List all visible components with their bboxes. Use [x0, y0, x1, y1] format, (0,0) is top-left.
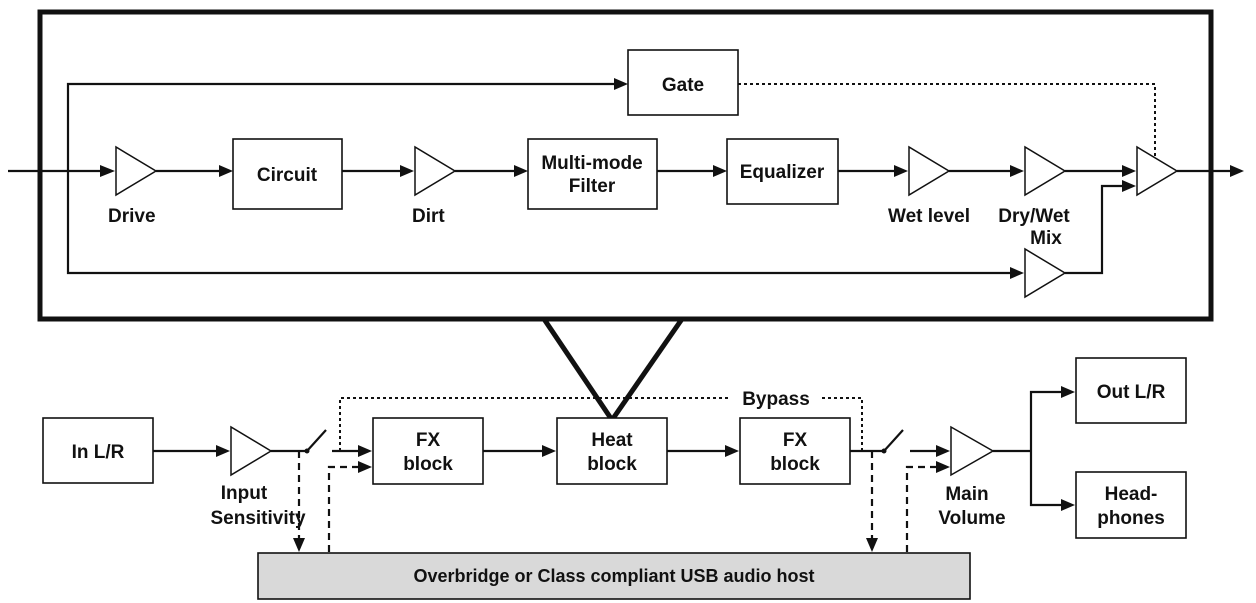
equalizer-label: Equalizer	[740, 162, 825, 183]
arrow-to-fx-block-1	[358, 445, 372, 457]
filter-label-line2: Filter	[569, 176, 616, 197]
arrow-to-dirt	[400, 165, 414, 177]
arrow-usb-return-2	[936, 461, 950, 473]
output-switch-blade	[883, 429, 904, 452]
wet-level-amp	[908, 145, 951, 197]
input-sensitivity-label-line1: Input	[221, 483, 268, 504]
arrow-usb-return-1	[358, 461, 372, 473]
zoom-callout-left	[541, 317, 615, 422]
dry-wet-mix-amp	[1024, 145, 1067, 197]
arrow-to-gate	[614, 78, 628, 90]
arrow-to-dry-amp	[1010, 267, 1024, 279]
split-to-headphones-line	[1029, 451, 1061, 507]
arrow-dry-to-output	[1122, 180, 1136, 192]
arrow-to-equalizer	[713, 165, 727, 177]
split-to-out-line	[1029, 390, 1061, 451]
bypass-line-right	[822, 397, 863, 451]
arrow-heat-output	[1230, 165, 1244, 177]
circuit-box	[232, 138, 343, 210]
arrow-usb-send-2	[866, 538, 878, 552]
zoom-callout-right	[609, 317, 685, 422]
main-volume-amp	[950, 425, 995, 477]
input-sensitivity-label-line2: Sensitivity	[210, 508, 305, 529]
main-volume-label-line1: Main	[945, 484, 988, 505]
headphones-box	[1075, 471, 1187, 539]
input-label: In L/R	[72, 442, 125, 463]
arrow-to-filter	[514, 165, 528, 177]
drive-amp	[115, 145, 158, 197]
gate-label: Gate	[662, 75, 704, 96]
arrow-to-circuit	[219, 165, 233, 177]
drive-label: Drive	[108, 206, 156, 227]
heat-output-amp	[1136, 145, 1179, 197]
multi-mode-filter-box	[527, 138, 658, 210]
heat-block-label-line1: Heat	[591, 430, 633, 451]
bypass-line	[339, 397, 730, 451]
heat-block-label-line2: block	[587, 454, 637, 475]
bypass-label: Bypass	[742, 389, 810, 410]
fx-block-2-label-line2: block	[770, 454, 820, 475]
arrow-usb-send-1	[293, 538, 305, 552]
arrow-to-dry-wet-mix	[1010, 165, 1024, 177]
arrow-to-heat-block	[542, 445, 556, 457]
arrow-to-input-sensitivity	[216, 445, 230, 457]
arrow-to-wet-level	[894, 165, 908, 177]
dry-amp	[1024, 247, 1067, 299]
arrow-to-main-volume	[936, 445, 950, 457]
usb-return-line-2	[905, 465, 936, 552]
equalizer-box	[726, 138, 839, 205]
output-label: Out L/R	[1097, 382, 1166, 403]
fx-block-1	[372, 417, 484, 485]
gate-control-line	[738, 83, 1156, 156]
fx-block-1-label-line2: block	[403, 454, 453, 475]
input-switch-blade	[306, 429, 327, 452]
arrow-to-headphones	[1061, 499, 1075, 511]
gate-box	[627, 49, 739, 116]
arrow-to-drive	[100, 165, 115, 177]
dry-path-line	[66, 171, 1010, 275]
output-box	[1075, 357, 1187, 424]
wet-level-label: Wet level	[888, 206, 970, 227]
arrow-to-fx-block-2	[725, 445, 739, 457]
input-sensitivity-amp	[230, 425, 273, 477]
usb-return-line-1	[327, 465, 358, 552]
arrow-to-out	[1061, 386, 1075, 398]
input-box	[42, 417, 154, 484]
dirt-label: Dirt	[412, 206, 445, 227]
heat-detail-frame	[37, 9, 1214, 322]
dry-wet-label-line2: Mix	[1030, 228, 1062, 249]
headphones-label-line2: phones	[1097, 508, 1165, 529]
filter-label-line1: Multi-mode	[541, 153, 642, 174]
dirt-amp	[414, 145, 457, 197]
fx-block-2-label-line1: FX	[783, 430, 808, 451]
arrow-to-output-amp	[1122, 165, 1136, 177]
fx-block-2	[739, 417, 851, 485]
usb-host-box	[257, 552, 971, 600]
heat-block	[556, 417, 668, 485]
dry-wet-label-line1: Dry/Wet	[998, 206, 1070, 227]
circuit-label: Circuit	[257, 165, 318, 186]
gate-sidechain-line	[66, 82, 614, 171]
dry-to-output-line	[1065, 184, 1122, 275]
fx-block-1-label-line1: FX	[416, 430, 441, 451]
main-volume-label-line2: Volume	[938, 508, 1005, 529]
usb-host-label: Overbridge or Class compliant USB audio …	[413, 566, 814, 586]
headphones-label-line1: Head-	[1105, 484, 1158, 505]
